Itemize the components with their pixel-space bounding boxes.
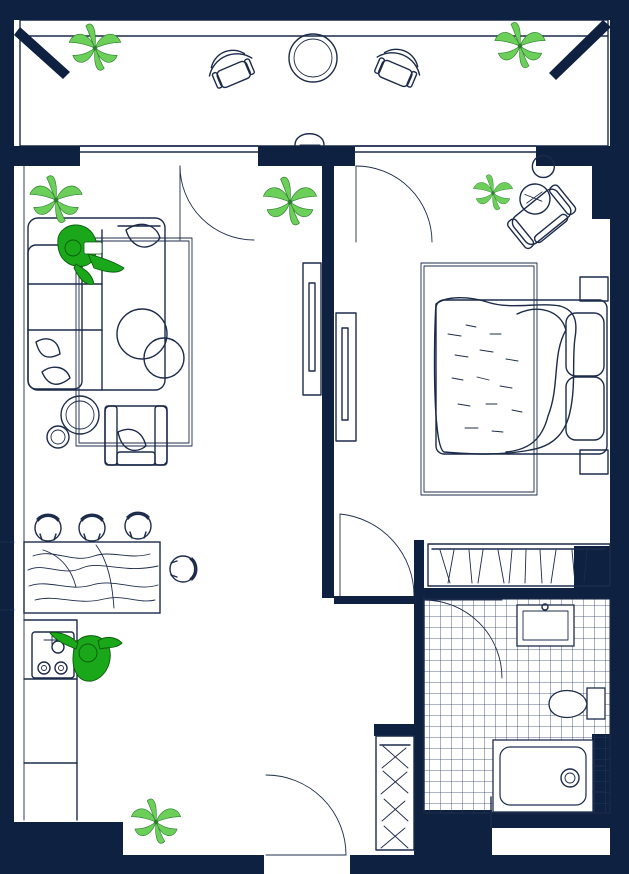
sofa-icon [27, 217, 166, 391]
balcony-rails [14, 20, 611, 80]
toilet-icon [548, 687, 606, 720]
kitchen-counter [23, 619, 78, 821]
door-icon [179, 165, 255, 241]
bathtub-icon [492, 739, 605, 813]
door-icon [265, 774, 347, 856]
armchair-icon [506, 154, 577, 250]
living-rug [75, 237, 193, 447]
door-icon [339, 513, 415, 597]
side-table-icon [46, 395, 100, 449]
coffee-table-icon [116, 308, 185, 379]
bathroom-door-frame [423, 596, 492, 829]
balcony-windows [79, 145, 537, 153]
wardrobe-icon [302, 262, 357, 442]
door-icon [355, 165, 433, 243]
wardrobe-icon [427, 543, 611, 587]
closet-icon [375, 735, 415, 851]
armchair-icon [104, 405, 168, 466]
bedroom-rug [420, 262, 538, 496]
bed-icon [433, 276, 609, 475]
left-outer-lines [0, 165, 25, 821]
kitchen-island-icon [23, 541, 161, 614]
round-table-icon [288, 33, 338, 83]
sink-icon [516, 603, 575, 647]
